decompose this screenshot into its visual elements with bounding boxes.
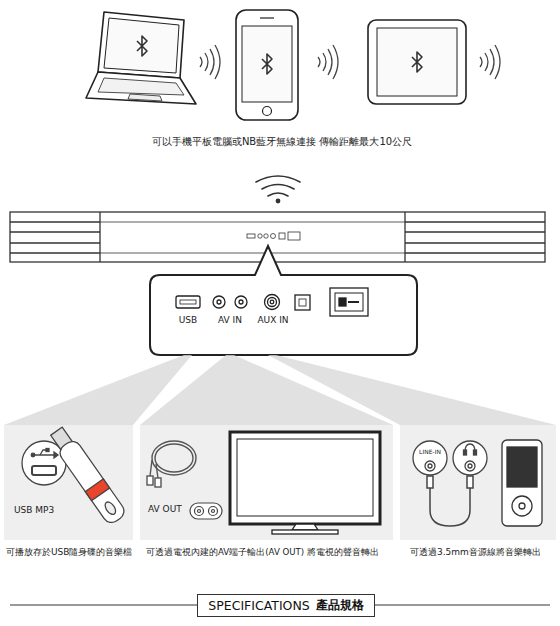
port-panel: USB AV INAUX IN — [150, 275, 417, 355]
usb-panel: USB MP3 — [4, 425, 133, 540]
panel-label: AV OUT — [148, 504, 182, 515]
wireless-symbol — [256, 176, 300, 203]
panel-caption: 可播放存於USB隨身碟的音樂檔 — [6, 547, 132, 558]
panel-grounds — [4, 425, 556, 540]
jack-label: LINE-IN — [412, 448, 448, 455]
callout-outline — [150, 246, 417, 355]
av-cable — [147, 441, 196, 487]
tablet — [368, 20, 466, 104]
tv-panel: AV OUT — [140, 425, 393, 540]
audio-cable — [427, 476, 473, 526]
soundbar — [10, 212, 545, 262]
panel-label: USB MP3 — [14, 505, 54, 516]
port-label: AUX IN — [250, 315, 296, 326]
panel-caption: 可透過3.5mm音源線將音樂轉出 — [410, 547, 541, 558]
spec-title-cn: 產品規格 — [316, 597, 364, 614]
usb-stick — [47, 425, 127, 526]
phone — [236, 10, 298, 120]
spec-heading: SPECIFICATIONS 產品規格 — [197, 594, 375, 617]
panel-caption: 可透過電視內建的AV端子輸出(AV OUT) 將電視的聲音轉出 — [146, 547, 379, 557]
mp3-player — [502, 440, 542, 526]
bluetooth-caption: 可以手機平板電腦或NB藍牙無線連接 傳輸距離最大10公尺 — [2, 136, 560, 148]
beam — [268, 355, 556, 425]
jack-icons — [413, 441, 487, 475]
av-out-jacks — [190, 503, 222, 519]
port-label: AV IN — [210, 315, 250, 326]
laptop — [86, 12, 196, 104]
port-label: USB — [173, 315, 203, 326]
spec-title: SPECIFICATIONS — [208, 598, 309, 613]
ports — [176, 288, 368, 316]
light-beam-connector — [268, 355, 556, 425]
tv — [230, 432, 380, 534]
audio-panel: LINE-IN — [400, 425, 556, 540]
